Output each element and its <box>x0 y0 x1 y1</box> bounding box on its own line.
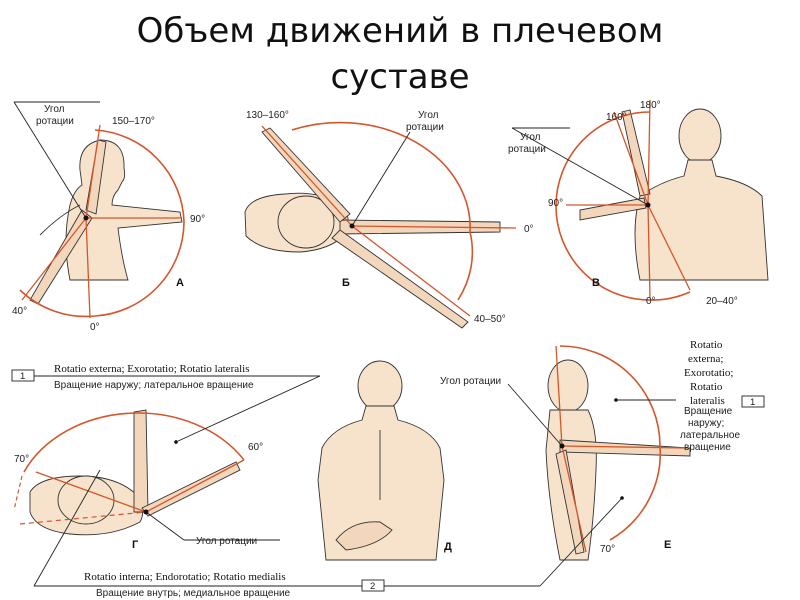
panel-v-head <box>678 108 722 164</box>
panel-e-latin-5: lateralis <box>690 395 725 407</box>
panel-v-angle-low: 20–40° <box>706 296 738 307</box>
panel-b-angle-top: 130–160° <box>246 110 289 121</box>
legend-box-1-latin: Rotatio externa; Exorotatio; Rotatio lat… <box>54 363 250 375</box>
panel-e-head <box>547 359 589 413</box>
panel-d-head <box>357 360 403 412</box>
panel-v-angle-0: 0° <box>646 296 656 307</box>
panel-a: Угол ротации 150–170° 90° 40° 0° А <box>12 101 205 333</box>
panel-a-letter: А <box>176 277 184 289</box>
panel-a-angle-40: 40° <box>12 306 27 317</box>
panel-b: 130–160° Угол ротации 0° 40–50° Б <box>244 110 534 329</box>
page-title: Объем движений в плечевом суставе <box>0 8 800 100</box>
panel-v-angle-90: 90° <box>548 198 563 209</box>
panel-b-arc <box>291 121 474 301</box>
panel-b-rot-label-1: Угол <box>418 110 439 121</box>
panel-v-angle-160: 160° <box>606 112 627 123</box>
panel-v-arc <box>555 111 651 301</box>
panel-e-latin-4: Rotatio <box>690 381 723 393</box>
panel-v: 180° 160° Угол ротации 90° 0° 20–40° В <box>508 99 769 307</box>
panel-e-latin-1: Rotatio <box>690 339 723 351</box>
panel-b-angle-bottom: 40–50° <box>474 314 506 325</box>
panel-e-box-1-num: 1 <box>750 397 755 408</box>
panel-v-letter: В <box>592 277 600 289</box>
panel-e-ru-4: вращение <box>684 442 731 453</box>
panel-g-angle-70: 70° <box>14 454 29 465</box>
legend-box-2-ru: Вращение внутрь; медиальное вращение <box>96 588 291 599</box>
panel-e-ru-3: латеральное <box>680 430 740 441</box>
panel-g-letter: Г <box>132 539 139 551</box>
panel-a-rot-label-1: Угол <box>44 104 65 115</box>
legend-box-1 <box>11 369 35 382</box>
panel-g-rot-label: Угол ротации <box>196 536 257 547</box>
legend-box-1-num: 1 <box>20 371 25 382</box>
panel-v-rot-label-1: Угол <box>520 132 541 143</box>
panel-b-head <box>277 195 335 249</box>
panel-a-angle-top: 150–170° <box>112 116 155 127</box>
panel-d: Д <box>317 360 452 561</box>
panel-e-latin-2: externa; <box>688 353 723 365</box>
panel-e-arc <box>559 345 662 541</box>
panel-a-arc <box>94 129 185 317</box>
legend: 1 Rotatio externa; Exorotatio; Rotatio l… <box>11 363 624 599</box>
panel-v-torso <box>634 159 769 281</box>
panel-b-rot-label-2: ротации <box>406 122 444 133</box>
panel-a-angle-90: 90° <box>190 214 205 225</box>
panel-e-ru-1: Вращение <box>684 406 733 417</box>
panel-e-latin-3: Exorotatio; <box>684 367 734 379</box>
panel-b-angle-0: 0° <box>524 224 534 235</box>
panel-a-angle-0: 0° <box>90 322 100 333</box>
panel-v-rot-label-2: ротации <box>508 144 546 155</box>
panel-e-rot-label: Угол ротации <box>440 376 501 387</box>
panel-g: 70° 60° Угол ротации Г <box>13 409 280 551</box>
legend-box-1-ru: Вращение наружу; латеральное вращение <box>54 380 254 391</box>
panel-e-box-1 <box>741 395 765 408</box>
panel-e: Угол ротации Rotatio externa; Exorotatio… <box>440 339 765 561</box>
title-line-2: суставе <box>330 57 470 97</box>
panel-e-angle-70: 70° <box>600 544 615 555</box>
panel-d-back <box>317 405 445 561</box>
panel-a-rot-label-2: ротации <box>36 116 74 127</box>
legend-box-2-latin: Rotatio interna; Endorotatio; Rotatio me… <box>84 571 286 583</box>
panel-g-arc <box>23 412 245 473</box>
panel-d-letter: Д <box>444 541 452 553</box>
title-line-1: Объем движений в плечевом <box>136 11 664 51</box>
panel-v-angle-180: 180° <box>640 100 661 111</box>
legend-box-2-num: 2 <box>370 581 375 592</box>
legend-box-2 <box>361 579 385 592</box>
panel-b-letter: Б <box>342 277 350 289</box>
panel-a-body <box>65 139 183 281</box>
panel-e-letter: Е <box>664 539 671 551</box>
panel-d-hand <box>335 521 393 551</box>
panel-g-angle-60: 60° <box>248 442 263 453</box>
panel-e-ru-2: наружу; <box>688 418 724 429</box>
